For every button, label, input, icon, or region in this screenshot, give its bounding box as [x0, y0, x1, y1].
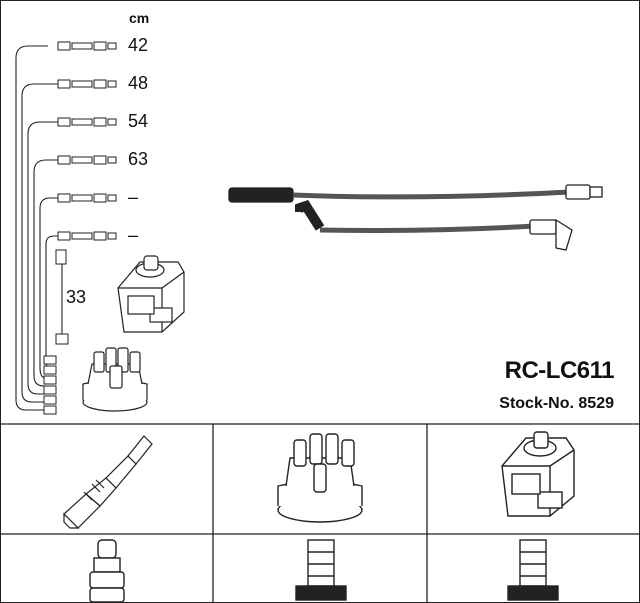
distributor-terminal-icon: [295, 539, 347, 601]
top-connectors: [43, 41, 117, 415]
spark-plug-icon: [63, 435, 153, 529]
distributor-cap-icon: [277, 433, 363, 523]
cable-length-3: 54: [128, 111, 149, 131]
connector-row-6: [57, 231, 117, 241]
cable-length-4: 63: [128, 149, 149, 169]
connector-row-5: [57, 193, 117, 203]
unit-label: cm: [129, 10, 150, 26]
grid-lines: [0, 423, 640, 603]
connector-row-1: [57, 41, 117, 51]
cable-set-icon: [15, 45, 63, 411]
connector-row-2: [57, 79, 117, 89]
coil-terminal-icon: [507, 539, 559, 601]
coil-lead-length: 33: [66, 287, 87, 307]
spark-plug-terminal-icon: [89, 539, 125, 603]
connector-row-4: [57, 155, 117, 165]
part-number: RC-LC611: [504, 357, 615, 384]
ignition-lead-icon: [228, 184, 603, 251]
cable-length-1: 42: [128, 35, 149, 55]
ignition-coil-icon: [501, 431, 575, 517]
cable-length-2: 48: [128, 73, 149, 93]
cable-length-5: –: [128, 187, 139, 207]
cable-length-6: –: [128, 225, 139, 245]
ignition-coil-icon: [117, 255, 185, 333]
distributor-cap-icon: [82, 347, 148, 412]
stock-number: Stock-No. 8529: [499, 395, 614, 412]
connector-row-3: [57, 117, 117, 127]
